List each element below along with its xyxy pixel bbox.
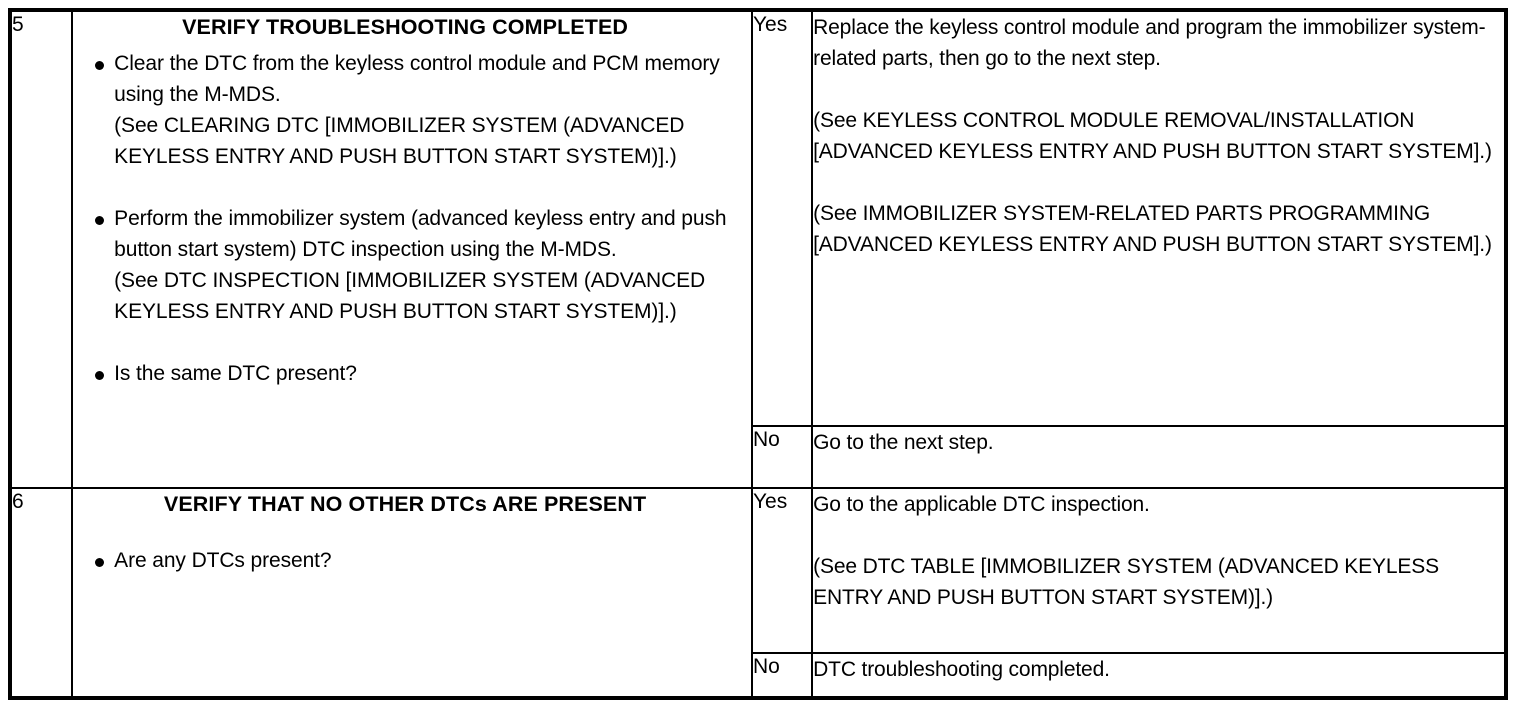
- bullet-reference-note: (See CLEARING DTC [IMMOBILIZER SYSTEM (A…: [114, 114, 685, 168]
- action-cell-no: Go to the next step.: [811, 425, 1507, 490]
- inspection-bullet-list: Clear the DTC from the keyless control m…: [73, 48, 751, 389]
- result-label-yes: Yes: [750, 487, 814, 655]
- action-reference-note: (See DTC TABLE [IMMOBILIZER SYSTEM (ADVA…: [813, 555, 1439, 610]
- table-row: No Go to the next step.: [10, 425, 1507, 490]
- bullet-text: Are any DTCs present?: [114, 549, 332, 573]
- action-reference-note: (See IMMOBILIZER SYSTEM-RELATED PARTS PR…: [813, 202, 1492, 256]
- action-cell-yes: Replace the keyless control module and p…: [811, 8, 1507, 428]
- bullet-text: Perform the immobilizer system (advanced…: [114, 207, 727, 261]
- list-item: Perform the immobilizer system (advanced…: [73, 203, 751, 327]
- inspection-bullet-list: Are any DTCs present?: [73, 545, 751, 576]
- action-cell-no: DTC troubleshooting completed.: [811, 652, 1507, 699]
- result-label-yes: Yes: [750, 8, 814, 428]
- bullet-text: Clear the DTC from the keyless control m…: [114, 52, 720, 106]
- list-item: Clear the DTC from the keyless control m…: [73, 48, 751, 172]
- step-number-cell: 6: [8, 487, 74, 699]
- bullet-icon: [95, 371, 105, 380]
- spacer: [813, 520, 1504, 551]
- spacer: [813, 167, 1504, 198]
- action-paragraph: Replace the keyless control module and p…: [813, 16, 1486, 70]
- step-title: VERIFY THAT NO OTHER DTCs ARE PRESENT: [163, 492, 647, 517]
- step-description-cell: VERIFY TROUBLESHOOTING COMPLETED Clear t…: [71, 8, 753, 490]
- troubleshooting-table: 5 VERIFY TROUBLESHOOTING COMPLETED Clear…: [8, 8, 1508, 700]
- spacer: [813, 74, 1504, 105]
- result-label-no: No: [750, 425, 814, 490]
- table-row: 6 VERIFY THAT NO OTHER DTCs ARE PRESENT …: [8, 487, 1507, 699]
- bullet-text: Is the same DTC present?: [114, 362, 357, 385]
- action-cell-yes: Go to the applicable DTC inspection. (Se…: [811, 487, 1507, 655]
- step-number-cell: 5: [8, 8, 74, 490]
- step-description-cell: VERIFY THAT NO OTHER DTCs ARE PRESENT Ar…: [71, 487, 753, 699]
- table-row: No DTC troubleshooting completed.: [10, 652, 1507, 699]
- table-row: 5 VERIFY TROUBLESHOOTING COMPLETED Clear…: [8, 8, 1507, 490]
- action-paragraph: Go to the next step.: [813, 431, 994, 455]
- list-item: Is the same DTC present?: [73, 358, 751, 389]
- bullet-reference-note: (See DTC INSPECTION [IMMOBILIZER SYSTEM …: [114, 269, 706, 323]
- bullet-icon: [95, 61, 105, 70]
- result-label-no: No: [750, 652, 814, 699]
- bullet-icon: [95, 558, 105, 568]
- bullet-icon: [95, 216, 105, 225]
- action-reference-note: (See KEYLESS CONTROL MODULE REMOVAL/INST…: [813, 109, 1492, 163]
- list-item: Are any DTCs present?: [73, 545, 751, 576]
- step-title: VERIFY TROUBLESHOOTING COMPLETED: [182, 15, 629, 39]
- action-paragraph: Go to the applicable DTC inspection.: [813, 493, 1150, 517]
- action-paragraph: DTC troubleshooting completed.: [813, 658, 1110, 682]
